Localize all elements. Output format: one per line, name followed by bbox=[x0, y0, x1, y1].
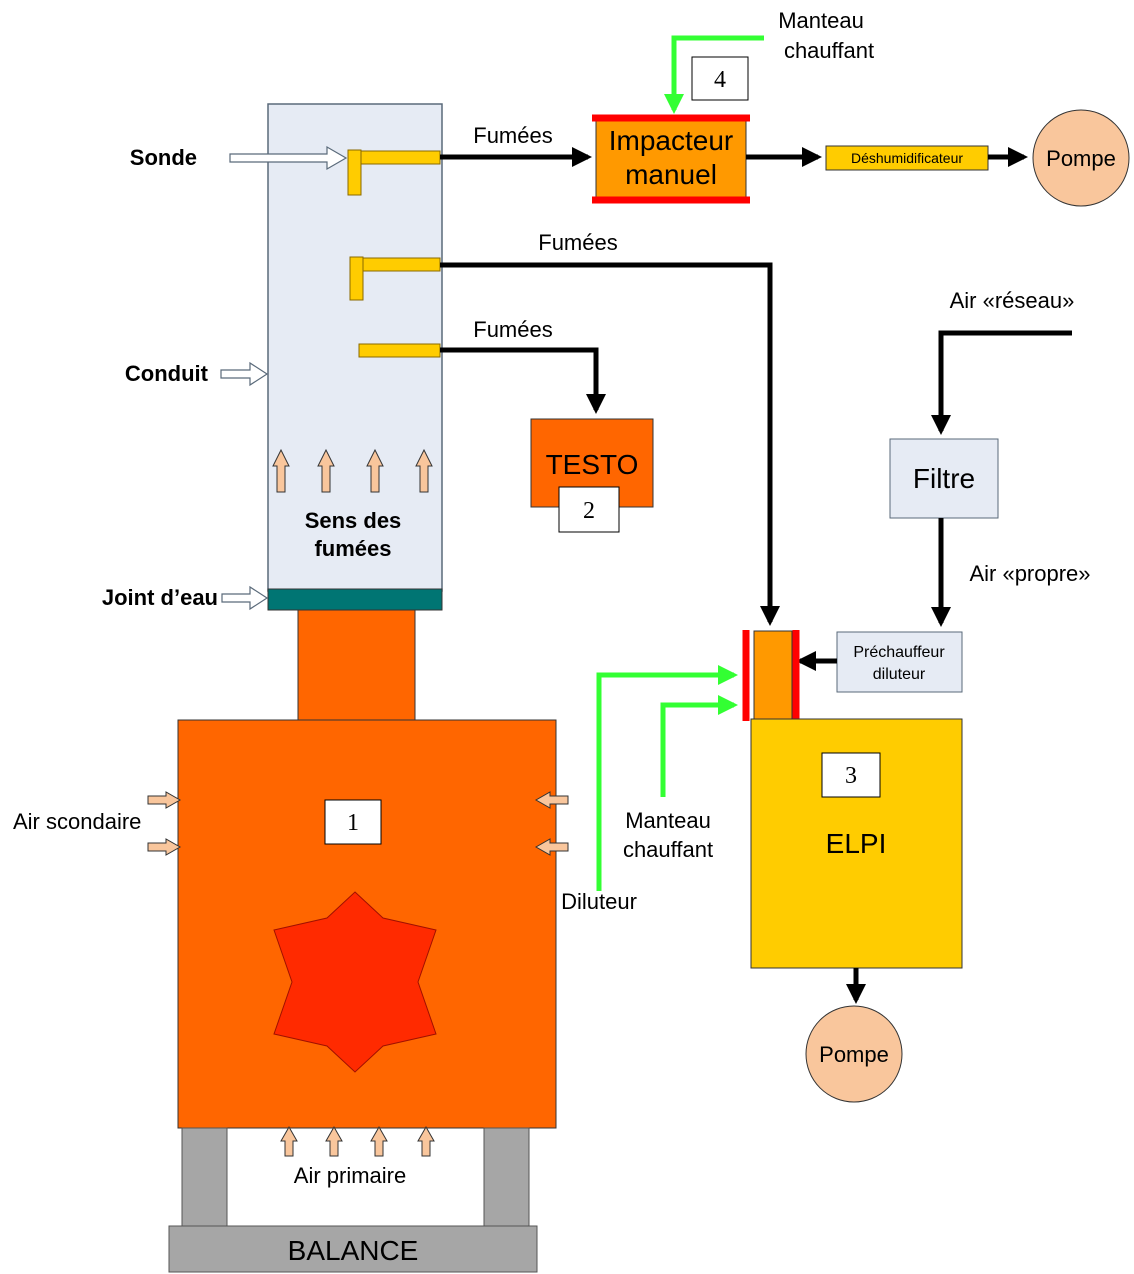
label-pompe-bottom: Pompe bbox=[819, 1042, 889, 1067]
flame-star bbox=[273, 891, 437, 1073]
label-impacteur-1: Impacteur bbox=[609, 125, 734, 156]
badge-4-text: 4 bbox=[714, 67, 726, 93]
network-air-line bbox=[931, 330, 1072, 435]
joint-eau-pointer-arrow bbox=[221, 585, 269, 611]
conduit-pointer-arrow bbox=[220, 361, 269, 387]
label-balance: BALANCE bbox=[288, 1235, 419, 1266]
label-deshumidificateur: Déshumidificateur bbox=[851, 150, 963, 166]
balance-plate bbox=[168, 1225, 538, 1273]
badge-2-text: 2 bbox=[583, 498, 595, 524]
label-prechauffeur-2: diluteur bbox=[873, 666, 926, 683]
label-fumees-mid: Fumées bbox=[538, 230, 617, 255]
label-manteau-mid-1: Manteau bbox=[625, 808, 711, 833]
label-impacteur-2: manuel bbox=[625, 159, 717, 190]
label-manteau-top-1: Manteau bbox=[778, 8, 864, 33]
stand-leg-right bbox=[483, 1127, 530, 1227]
label-pompe-top: Pompe bbox=[1046, 146, 1116, 171]
label-diluteur: Diluteur bbox=[561, 889, 637, 914]
water-seal bbox=[267, 588, 443, 611]
label-air-secondaire: Air scondaire bbox=[13, 809, 141, 834]
manual-impactor bbox=[595, 117, 747, 201]
probe-middle bbox=[349, 256, 441, 301]
flue-direction-label-2: fumées bbox=[314, 536, 391, 561]
filter bbox=[889, 438, 999, 519]
heating-jacket-line-mid bbox=[660, 695, 738, 797]
heating-jacket-line-top bbox=[664, 35, 764, 114]
primary-air-arrows bbox=[280, 1125, 435, 1157]
secondary-air-arrows bbox=[147, 791, 569, 856]
dehumidifier bbox=[825, 145, 989, 171]
label-joint-eau: Joint d’eau bbox=[102, 585, 218, 610]
label-conduit: Conduit bbox=[125, 361, 209, 386]
pump-top bbox=[1032, 109, 1130, 207]
pump-bottom bbox=[805, 1005, 903, 1103]
sonde-pointer-arrow bbox=[229, 145, 348, 171]
flue-direction-arrows bbox=[272, 448, 433, 493]
label-testo: TESTO bbox=[546, 449, 639, 480]
flow-line-low bbox=[440, 347, 606, 414]
label-fumees-top: Fumées bbox=[473, 123, 552, 148]
label-sonde: Sonde bbox=[130, 145, 197, 170]
flow-line-middle bbox=[440, 262, 780, 626]
label-prechauffeur-1: Préchauffeur bbox=[853, 644, 945, 661]
label-manteau-mid-2: chauffant bbox=[623, 837, 713, 862]
badge-1 bbox=[324, 799, 382, 845]
flue-direction-label-1: Sens des bbox=[305, 508, 402, 533]
probe-low bbox=[358, 343, 441, 358]
badge-3 bbox=[821, 752, 881, 798]
label-manteau-top-2: chauffant bbox=[784, 38, 874, 63]
badge-2 bbox=[558, 486, 620, 533]
diluter-green-line bbox=[596, 665, 738, 891]
preheater-diluter bbox=[836, 631, 963, 693]
label-air-reseau: Air «réseau» bbox=[950, 288, 1075, 313]
stand-leg-left bbox=[181, 1127, 228, 1227]
label-air-propre: Air «propre» bbox=[969, 561, 1090, 586]
label-fumees-low: Fumées bbox=[473, 317, 552, 342]
badge-3-text: 3 bbox=[845, 763, 857, 789]
stove-chimney-connector bbox=[297, 609, 416, 721]
badge-1-text: 1 bbox=[347, 810, 359, 836]
label-air-primaire: Air primaire bbox=[294, 1163, 406, 1188]
label-filtre: Filtre bbox=[913, 463, 975, 494]
diluter-head bbox=[753, 630, 793, 720]
badge-4 bbox=[691, 56, 749, 101]
label-elpi: ELPI bbox=[826, 828, 887, 859]
